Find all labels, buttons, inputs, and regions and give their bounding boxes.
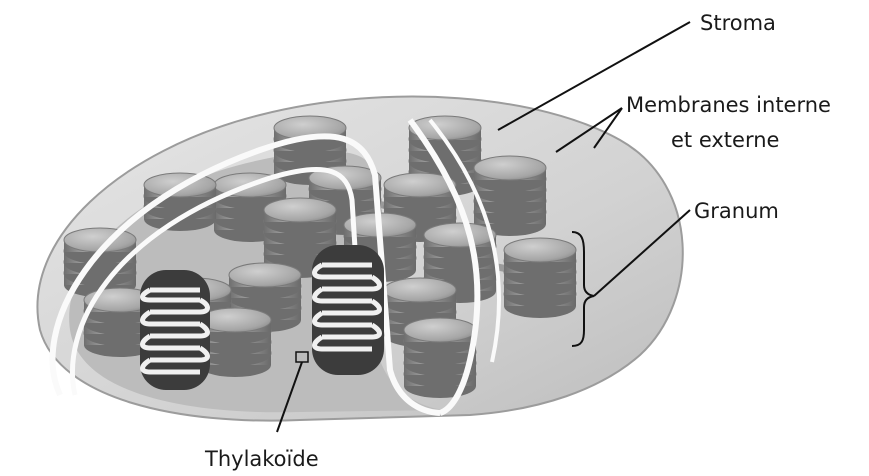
cutaway-granum-left: [140, 270, 210, 390]
thylakoid-disc-top: [229, 263, 301, 287]
thylakoid-disc-top: [264, 198, 336, 222]
granum-stack: [474, 156, 546, 236]
label-membranes-line1: Membranes interne: [626, 93, 831, 117]
cutaway-granum-center: [312, 245, 384, 375]
label-thylakoide: Thylakoïde: [204, 447, 319, 471]
thylakoid-disc-top: [504, 238, 576, 262]
thylakoid-disc-top: [404, 318, 476, 342]
thylakoid-disc-top: [474, 156, 546, 180]
thylakoid-disc-top: [384, 278, 456, 302]
thylakoid-disc-top: [424, 223, 496, 247]
label-granum: Granum: [694, 199, 779, 223]
label-stroma: Stroma: [700, 11, 776, 35]
granum-stack: [504, 238, 576, 318]
label-membranes-line2: et externe: [671, 128, 779, 152]
